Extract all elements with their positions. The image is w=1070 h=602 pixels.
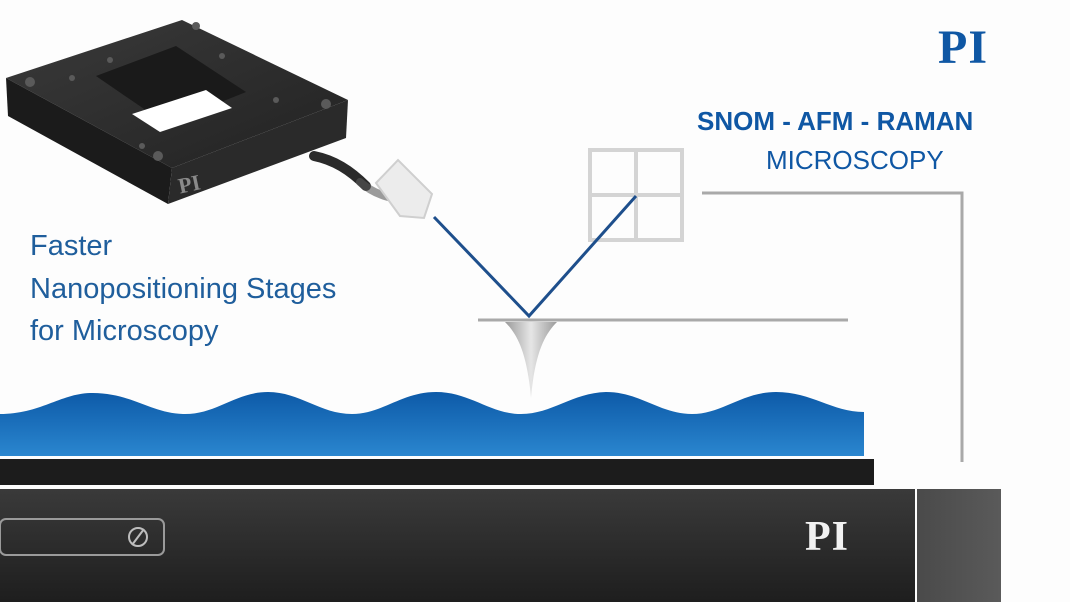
nanopositioning-stage-icon (6, 20, 406, 204)
afm-tip-icon (505, 322, 557, 398)
panel-logo: PI (805, 514, 849, 560)
stage-engraving: PI (175, 169, 203, 199)
sample-plate (0, 459, 874, 485)
brand-logo: PI (938, 21, 988, 74)
window-detector-icon (588, 148, 684, 242)
optical-path (478, 191, 964, 462)
tagline-line-3: for Microscopy (30, 315, 219, 347)
slot-screw-icon[interactable] (128, 527, 148, 547)
laser-source-icon (374, 158, 434, 220)
heading-title: SNOM - AFM - RAMAN (697, 106, 974, 136)
controller-panel (0, 489, 1001, 602)
tagline-line-2: Nanopositioning Stages (30, 273, 337, 305)
sample-surface (0, 392, 864, 456)
laser-beam (432, 195, 638, 319)
heading-subtitle: MICROSCOPY (766, 145, 944, 175)
tagline-line-1: Faster (30, 230, 113, 262)
